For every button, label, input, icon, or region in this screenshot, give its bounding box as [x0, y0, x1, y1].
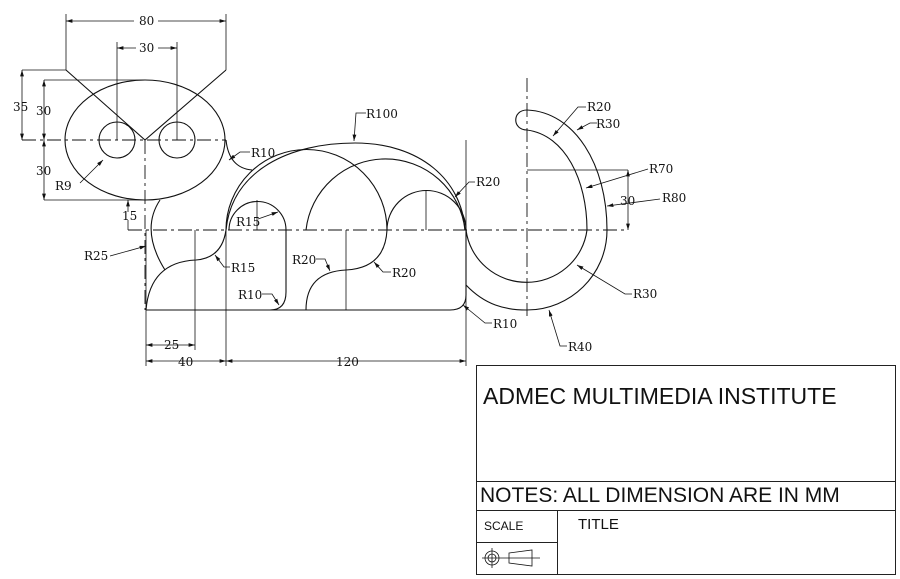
back-arc — [225, 142, 466, 231]
chest-arc — [150, 199, 166, 271]
tail-tip — [515, 109, 528, 131]
notes-row — [476, 481, 896, 511]
company-name: ADMEC MULTIMEDIA INSTITUTE — [483, 383, 837, 409]
inner-arc-2 — [305, 158, 466, 231]
title-label: TITLE — [578, 516, 619, 533]
dim-120: 120 — [336, 355, 359, 369]
radius-r80: R80 — [662, 191, 686, 205]
body — [128, 139, 628, 311]
title-block-frame — [476, 365, 896, 575]
scale-label: SCALE — [484, 519, 524, 533]
dimension-labels: 80 30 35 30 30 15 25 40 120 30 R9 R10 R1… — [13, 14, 686, 369]
dim-30-lower: 30 — [36, 164, 51, 178]
dim-30-upper: 30 — [36, 104, 51, 118]
radius-r40: R40 — [568, 340, 592, 354]
dim-30-tail: 30 — [620, 194, 635, 208]
radius-r30-tip: R30 — [596, 117, 620, 131]
radius-r10-rear: R10 — [493, 317, 517, 331]
radius-r10-neck: R10 — [251, 146, 275, 160]
dim-40: 40 — [178, 355, 193, 369]
tail — [465, 78, 608, 316]
dim-35: 35 — [13, 100, 28, 114]
dim-80: 80 — [139, 14, 154, 28]
tail-inner — [465, 129, 588, 283]
dim-15: 15 — [122, 209, 137, 223]
radius-r20-tip: R20 — [587, 100, 611, 114]
radius-r30-curl: R30 — [633, 287, 657, 301]
scale-divider — [476, 542, 558, 543]
radius-r100: R100 — [366, 107, 398, 121]
dim-25: 25 — [164, 338, 179, 352]
hip-and-base — [146, 189, 467, 311]
inner-arc-1 — [225, 148, 388, 231]
neck-arc — [225, 139, 253, 171]
dimensions — [20, 14, 661, 366]
tail-outer — [465, 109, 608, 311]
front-leg-curve — [145, 229, 227, 311]
radius-r20-hip: R20 — [476, 175, 500, 189]
notes-text: NOTES: ALL DIMENSION ARE IN MM — [480, 484, 840, 507]
radius-r20-left: R20 — [292, 253, 316, 267]
radius-r25: R25 — [84, 249, 108, 263]
radius-r9: R9 — [55, 179, 72, 193]
radius-r10-leg: R10 — [238, 288, 262, 302]
front-leg-loop — [228, 201, 287, 311]
radius-r70: R70 — [649, 162, 673, 176]
radius-r20-right: R20 — [392, 266, 416, 280]
radius-r15-top: R15 — [236, 215, 260, 229]
dim-30-eyes: 30 — [139, 41, 154, 55]
radius-r15-curve: R15 — [231, 261, 255, 275]
mid-leg-curve — [305, 229, 388, 311]
